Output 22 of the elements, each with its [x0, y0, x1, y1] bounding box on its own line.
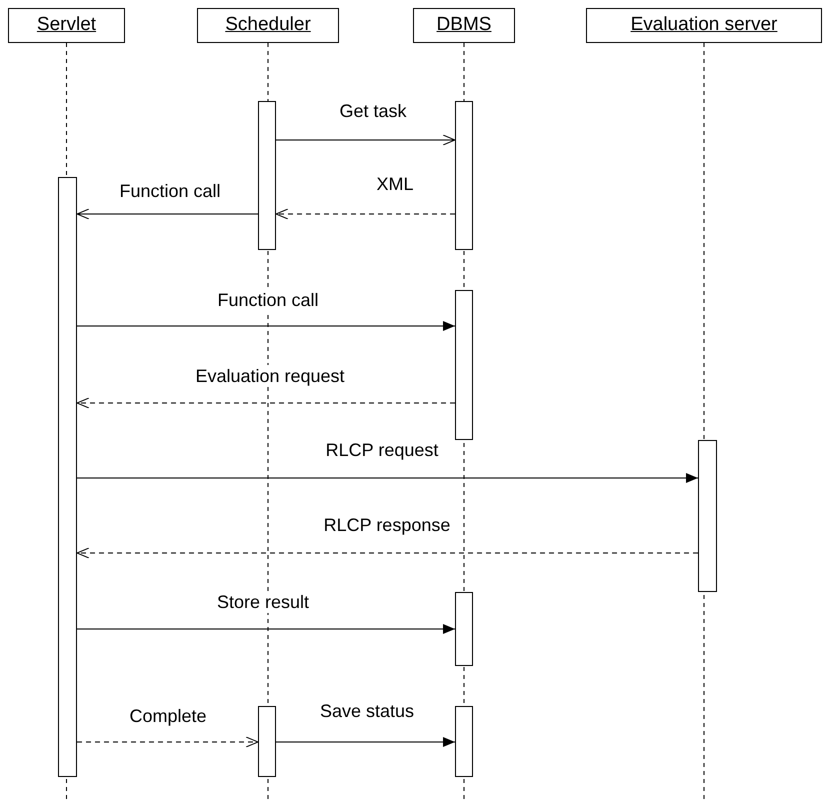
lifeline-header: Evaluation server [586, 8, 822, 43]
message-arrow [276, 134, 456, 146]
activation-bar [455, 706, 473, 777]
lifeline-header: Servlet [8, 8, 125, 43]
message-arrow [76, 208, 258, 220]
message-arrow [276, 208, 456, 220]
activation-bar [258, 101, 276, 250]
activation-bar [58, 177, 77, 777]
lifeline-header: DBMS [413, 8, 515, 43]
message-arrow [276, 737, 456, 747]
lifeline-header: Scheduler [197, 8, 339, 43]
message-arrow [76, 473, 698, 483]
activation-bar [455, 290, 473, 440]
activation-bar [698, 440, 717, 592]
activation-bar [258, 706, 276, 777]
message-arrow [76, 398, 456, 408]
activation-bar [455, 592, 473, 666]
activation-bar [455, 101, 473, 250]
message-arrow [76, 736, 258, 748]
message-arrow [76, 624, 456, 634]
message-arrow [76, 548, 698, 558]
message-arrow [76, 321, 456, 331]
